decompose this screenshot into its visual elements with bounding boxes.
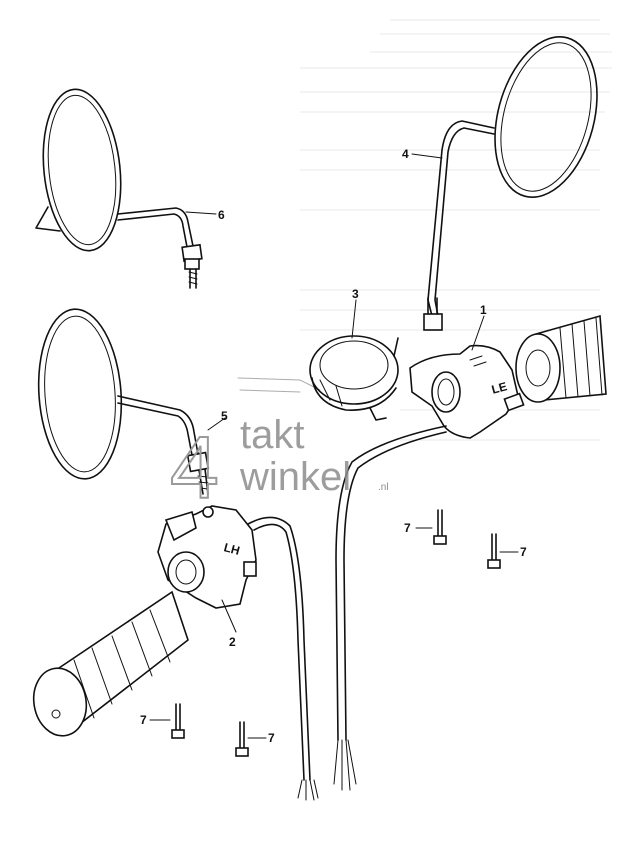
- screw-part-7-d: [235, 721, 249, 757]
- watermark-line1: takt: [240, 413, 304, 457]
- watermark-suffix: .nl: [378, 482, 389, 493]
- horn-part-3: [309, 335, 399, 421]
- switch-housing-part-2: LH: [157, 505, 257, 609]
- callout-5: 5: [221, 409, 228, 423]
- callout-1: 1: [480, 303, 487, 317]
- mirror-part-5: [37, 308, 210, 495]
- callout-6: 6: [218, 208, 225, 222]
- watermark-number: 4: [170, 418, 219, 517]
- callout-leaders: [149, 153, 519, 739]
- left-grip: [32, 590, 189, 737]
- watermark-logo: 4 takt winkel .nl: [169, 413, 389, 518]
- callout-4: 4: [402, 147, 409, 161]
- watermark-line2: winkel: [239, 455, 351, 499]
- right-switch-label: LE: [490, 379, 508, 396]
- callout-7-d: 7: [268, 731, 275, 745]
- callout-2: 2: [229, 635, 236, 649]
- mirror-part-4: [423, 36, 598, 331]
- switch-housing-part-1: LE: [409, 344, 525, 439]
- lever-shadow: [237, 377, 321, 393]
- callout-7-a: 7: [404, 521, 411, 535]
- screw-part-7-c: [171, 703, 185, 739]
- mirror-part-6: [35, 88, 203, 289]
- callout-3: 3: [352, 287, 359, 301]
- screw-part-7-b: [487, 533, 501, 569]
- right-grip: [515, 314, 607, 403]
- cables: [247, 425, 447, 801]
- callout-7-b: 7: [520, 545, 527, 559]
- left-switch-label: LH: [222, 540, 241, 558]
- callout-7-c: 7: [140, 713, 147, 727]
- screw-part-7-a: [433, 509, 447, 545]
